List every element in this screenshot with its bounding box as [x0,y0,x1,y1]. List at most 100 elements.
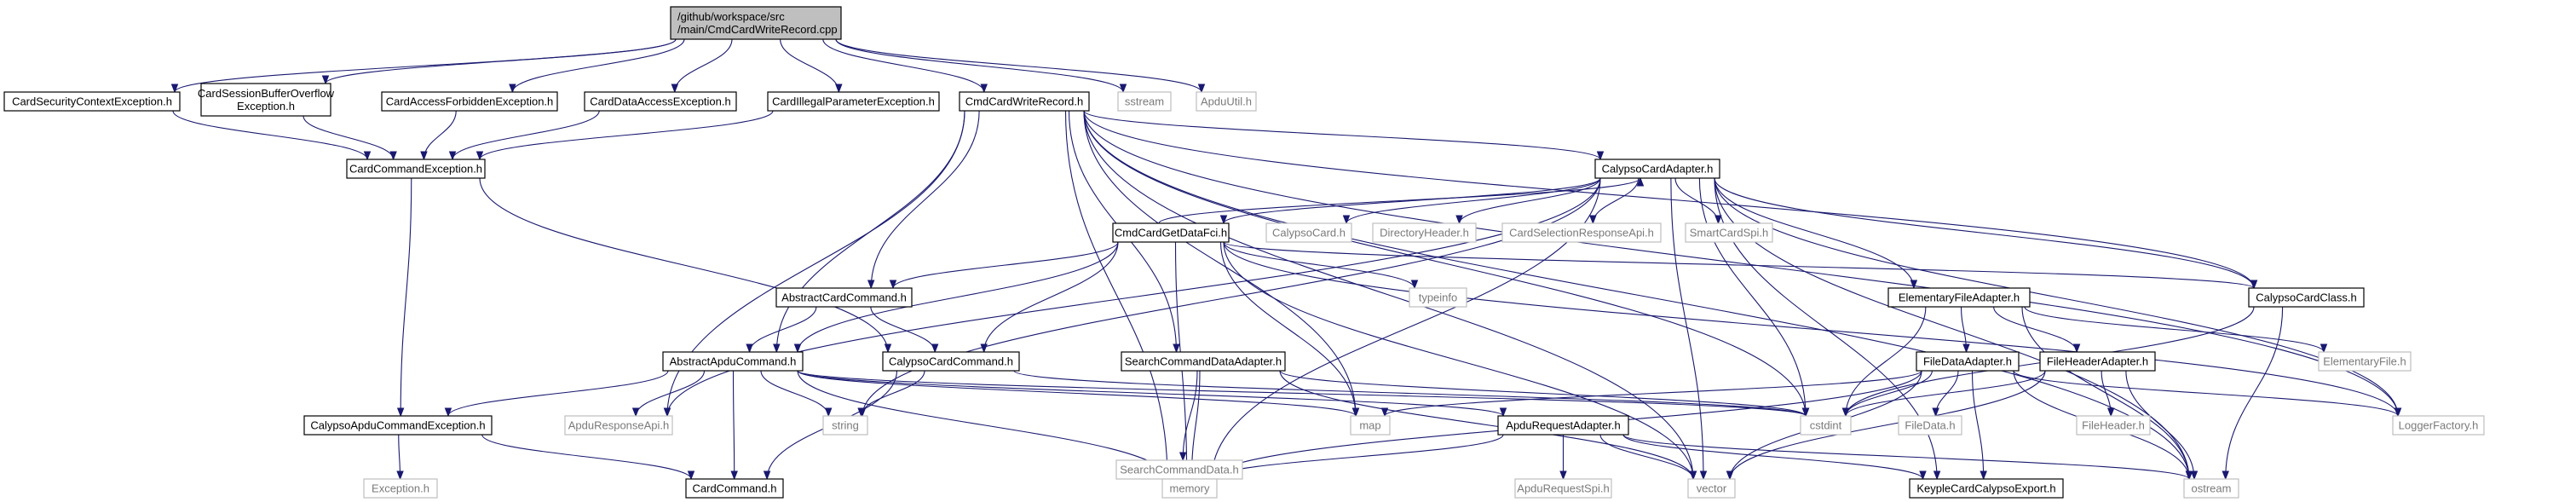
node-file-data-adapter[interactable]: FileDataAdapter.h [1916,351,2020,372]
node-card-access-forbidden-exception[interactable]: CardAccessForbiddenException.h [381,91,558,112]
node-apdu-request-adapter[interactable]: ApduRequestAdapter.h [1497,415,1629,436]
edge-cmd-card-get-data-fci-to-typeinfo [1223,241,1419,290]
node-cstdint: cstdint [1800,415,1852,436]
node-directory-header: DirectoryHeader.h [1372,222,1477,243]
edge-calypso-card-class-to-ostream [2222,306,2284,481]
node-label: CardDataAccessException.h [590,95,730,108]
node-memory: memory [1161,478,1218,499]
edge-elementary-file-adapter-to-elementary-file [2024,306,2328,354]
node-string: string [822,415,868,436]
edge-calypso-card-command-to-cstdint [1013,370,1810,418]
node-card-command[interactable]: CardCommand.h [685,478,784,499]
node-label: AbstractCardCommand.h [781,291,907,304]
node-cmd-card-write-record[interactable]: CmdCardWriteRecord.h [959,91,1090,112]
edge-elementary-file-adapter-to-file-header-adapter [1993,306,2081,354]
node-label: LoggerFactory.h [2399,419,2479,432]
node-card-command-exception[interactable]: CardCommandException.h [346,159,486,179]
edge-root-to-card-access-forbidden-exception [509,38,685,94]
edge-search-command-data-adapter-to-cstdint [1279,370,1810,418]
edge-calypso-card-adapter-to-string [858,177,1601,418]
node-label: AbstractApduCommand.h [670,355,797,368]
edge-elementary-file-adapter-to-file-data-adapter [1960,306,1970,354]
node-label: ApduRequestAdapter.h [1506,419,1620,432]
node-label: CalypsoCardCommand.h [889,355,1013,368]
node-file-header-adapter[interactable]: FileHeaderAdapter.h [2039,351,2156,372]
node-label: SearchCommandData.h [1120,464,1238,476]
edge-cmd-card-get-data-fci-to-logger-factory [1223,241,2402,418]
edge-abstract-apdu-command-to-calypso-apdu-command-exception [444,370,669,418]
edge-cmd-card-get-data-fci-to-calypso-card-class [1223,241,2258,290]
node-label: sstream [1125,95,1164,108]
node-root[interactable]: /github/workspace/src/main/CmdCardWriteR… [670,6,842,40]
node-search-command-data-adapter[interactable]: SearchCommandDataAdapter.h [1121,351,1286,372]
node-label: DirectoryHeader.h [1380,227,1469,239]
edge-apdu-request-adapter-to-keyple-card-calypso-export [1622,434,1927,481]
node-calypso-card: CalypsoCard.h [1265,222,1352,243]
node-elementary-file: ElementaryFile.h [2318,351,2412,372]
node-label: string [832,419,859,432]
edge-root-to-apdu-util [835,38,1206,94]
edge-calypso-card-adapter-to-apdu-response-api [663,177,1601,418]
node-logger-factory: LoggerFactory.h [2392,415,2485,436]
node-label: KeypleCardCalypsoExport.h [1916,482,2055,495]
node-typeinfo: typeinfo [1409,287,1467,308]
node-label: CalypsoCard.h [1272,227,1346,239]
node-calypso-card-adapter[interactable]: CalypsoCardAdapter.h [1594,159,1720,179]
node-abstract-card-command[interactable]: AbstractCardCommand.h [775,287,913,308]
edge-cmd-card-get-data-fci-to-abstract-apdu-command [793,241,1119,354]
edge-file-header-adapter-to-file-header [2101,370,2115,418]
node-label: CardSecurityContextException.h [12,95,172,108]
edge-cmd-card-write-record-to-calypso-card-class [1083,110,2258,290]
node-label: FileDataAdapter.h [1923,355,2012,368]
edge-calypso-card-adapter-to-directory-header [1455,177,1601,225]
edge-cmd-card-get-data-fci-to-vector [1223,241,1697,481]
edge-root-to-card-illegal-parameter-exception [780,38,843,94]
node-calypso-card-class[interactable]: CalypsoCardClass.h [2248,287,2365,308]
edge-file-data-adapter-to-keyple-card-calypso-export [1971,370,1987,481]
node-label: CardIllegalParameterException.h [772,95,935,108]
node-label: cstdint [1810,419,1842,432]
edge-abstract-apdu-command-to-card-command [730,370,738,481]
node-sstream: sstream [1117,91,1172,112]
node-apdu-response-api: ApduResponseApi.h [564,415,673,436]
edge-search-command-data-adapter-to-search-command-data [1179,370,1198,462]
edge-file-header-adapter-to-ostream [2125,370,2199,481]
node-exception: Exception.h [363,478,438,499]
node-label: CardCommandException.h [349,163,482,176]
node-label: CardSelectionResponseApi.h [1509,227,1654,239]
edge-root-to-card-session-buffer-overflow-exception [321,38,677,85]
node-keyple-card-calypso-export[interactable]: KeypleCardCalypsoExport.h [1909,478,2064,499]
node-cmd-card-get-data-fci[interactable]: CmdCardGetDataFci.h [1112,222,1230,243]
node-abstract-apdu-command[interactable]: AbstractApduCommand.h [662,351,804,372]
edge-root-to-sstream [835,38,1127,94]
node-label: typeinfo [1419,291,1458,304]
node-calypso-apdu-command-exception[interactable]: CalypsoApduCommandException.h [303,415,493,436]
node-label: CalypsoApduCommandException.h [310,419,485,432]
edge-calypso-card-adapter-to-cstdint [1698,177,1810,418]
edge-file-data-adapter-to-logger-factory [2013,370,2402,418]
node-elementary-file-adapter[interactable]: ElementaryFileAdapter.h [1887,287,2031,308]
edge-file-header-adapter-to-vector [1726,370,2046,481]
node-label: memory [1170,482,1210,495]
edge-calypso-card-adapter-to-card-selection-response-api [1589,177,1640,225]
node-card-illegal-parameter-exception[interactable]: CardIllegalParameterException.h [767,91,940,112]
node-search-command-data: SearchCommandData.h [1115,459,1243,480]
node-card-data-access-exception[interactable]: CardDataAccessException.h [584,91,737,112]
node-vector: vector [1687,478,1736,499]
node-label: ApduUtil.h [1201,95,1252,108]
node-label: SearchCommandDataAdapter.h [1125,355,1282,368]
node-card-security-context-exception[interactable]: CardSecurityContextException.h [3,91,181,112]
node-label: FileHeaderAdapter.h [2047,355,2148,368]
node-calypso-card-command[interactable]: CalypsoCardCommand.h [882,351,1020,372]
node-label: CalypsoCardClass.h [2256,291,2357,304]
edge-card-command-exception-to-calypso-apdu-command-exception [396,177,412,418]
node-label: Exception.h [372,482,429,495]
node-smart-card-spi: SmartCardSpi.h [1685,222,1773,243]
edge-abstract-apdu-command-to-string [760,370,833,418]
edge-abstract-apdu-command-to-apdu-response-api [631,370,706,418]
edge-cmd-card-get-data-fci-to-abstract-card-command [889,241,1119,290]
edge-apdu-request-adapter-to-ostream [1622,434,2193,481]
node-label: FileHeader.h [2082,419,2145,432]
edge-calypso-card-adapter-to-smart-card-spi [1674,177,1722,225]
